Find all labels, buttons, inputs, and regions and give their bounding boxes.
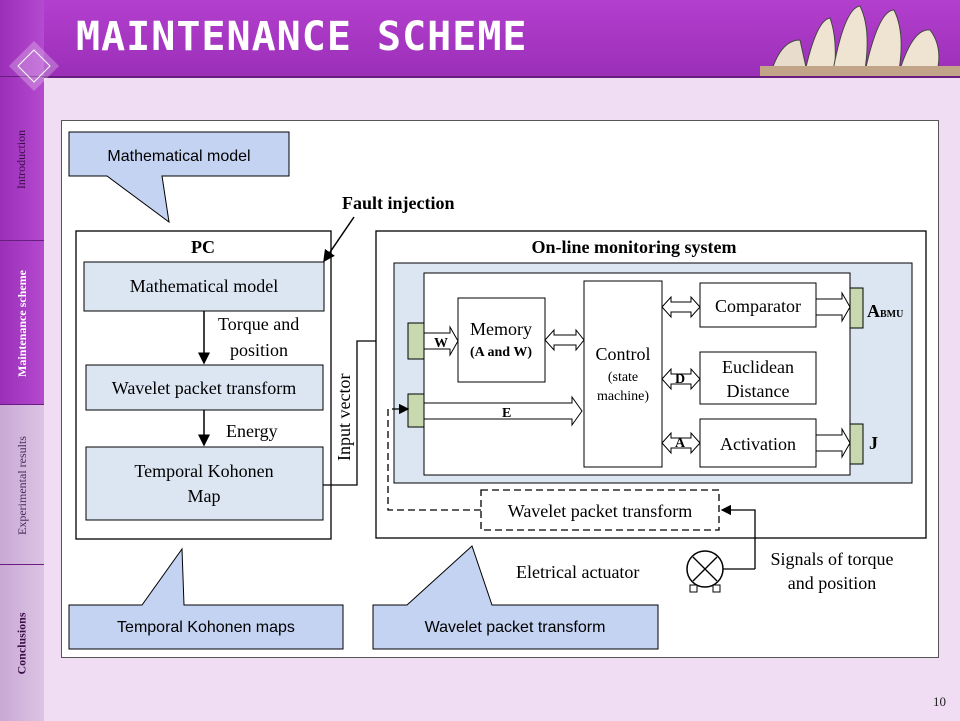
fault-injection-label: Fault injection	[342, 193, 455, 213]
callout-tkm	[68, 547, 344, 650]
torque-label-1: Torque and	[218, 314, 299, 334]
sidebar-item-experimental-results[interactable]: Experimental results	[0, 404, 44, 565]
sidebar-item-label: Introduction	[14, 129, 29, 189]
memory-label-2: (A and W)	[470, 345, 532, 360]
pc-wavelet-box	[85, 364, 324, 411]
sidebar-item-conclusions[interactable]: Conclusions	[0, 564, 44, 721]
diamond-logo-icon	[8, 40, 60, 92]
control-label-2: (state	[608, 370, 638, 385]
pc-wavelet-label: Wavelet packet transform	[112, 378, 296, 398]
math-model-label: Mathematical model	[130, 276, 278, 296]
dashed-wavelet-box	[480, 489, 720, 531]
callout-tkm-label: Temporal Kohonen maps	[117, 619, 295, 636]
signals-label-1: Signals of torque	[771, 549, 894, 569]
signals-label-2: and position	[788, 573, 877, 593]
sidebar-item-label: Conclusions	[14, 611, 29, 675]
activation-box	[699, 418, 817, 468]
control-box	[583, 280, 663, 468]
monitoring-title: On-line monitoring system	[532, 237, 737, 257]
callout-wpt-label: Wavelet packet transform	[425, 619, 606, 636]
sidebar-item-label: Maintenance scheme	[14, 269, 29, 377]
control-label-1: Control	[595, 344, 650, 364]
comparator-label: Comparator	[715, 296, 801, 316]
a-label: A	[675, 436, 686, 451]
control-label-3: machine)	[597, 389, 649, 404]
pc-title: PC	[191, 237, 215, 257]
euclidean-box	[699, 351, 817, 405]
callout-math-label: Mathematical model	[107, 148, 250, 165]
callout-wpt	[372, 545, 659, 650]
sidebar-nav: Introduction Maintenance scheme Experime…	[0, 0, 44, 721]
abmu-label: A	[867, 301, 880, 321]
abmu-output-port	[849, 287, 864, 329]
energy-label: Energy	[226, 421, 278, 441]
slide-title: MAINTENANCE SCHEME	[76, 14, 528, 60]
comparator-box	[699, 282, 817, 328]
motor-icon	[686, 504, 756, 593]
actuator-label: Eletrical actuator	[516, 562, 639, 582]
dashed-wavelet-label: Wavelet packet transform	[508, 501, 692, 521]
sidebar-item-introduction[interactable]: Introduction	[0, 76, 44, 241]
memory-label-1: Memory	[470, 319, 532, 339]
callout-math	[68, 131, 290, 224]
math-model-box	[83, 261, 325, 312]
j-label: J	[869, 433, 878, 453]
sidebar-item-maintenance-scheme[interactable]: Maintenance scheme	[0, 240, 44, 405]
hand-image-icon	[760, 5, 960, 76]
euclidean-label-1: Euclidean	[722, 357, 794, 377]
sidebar-item-label: Experimental results	[14, 435, 29, 535]
tkm-label-1: Temporal Kohonen	[134, 461, 273, 481]
activation-label: Activation	[720, 434, 796, 454]
diagram-panel: PC Mathematical model Torque and positio…	[61, 120, 939, 658]
j-output-port	[849, 423, 864, 465]
w-label: W	[434, 336, 448, 351]
w-input-port	[407, 322, 425, 360]
page-number: 10	[933, 694, 946, 709]
input-vector-label: Input vector	[334, 374, 354, 461]
tkm-label-2: Map	[188, 486, 221, 506]
abmu-subscript: BMU	[880, 309, 903, 320]
e-input-port	[407, 393, 425, 428]
memory-box	[457, 297, 546, 383]
euclidean-label-2: Distance	[727, 381, 790, 401]
torque-label-2: position	[230, 340, 288, 360]
tkm-box	[85, 446, 324, 521]
d-label: D	[675, 372, 685, 387]
maintenance-scheme-diagram: PC Mathematical model Torque and positio…	[68, 131, 927, 650]
e-label: E	[502, 406, 511, 421]
